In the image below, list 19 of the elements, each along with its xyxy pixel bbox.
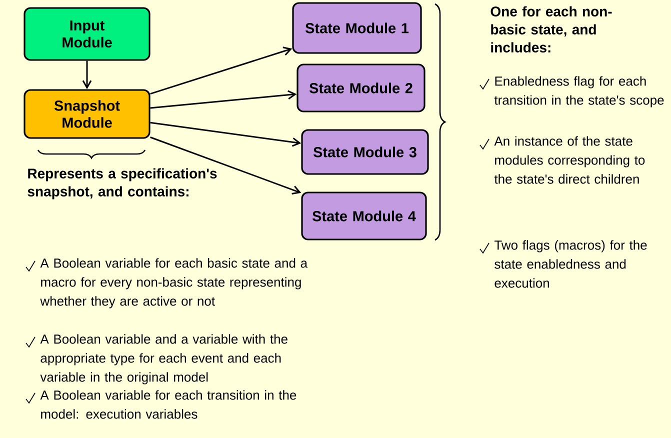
module-box: Snapshot Module bbox=[24, 89, 150, 139]
module-box: State Module 2 bbox=[296, 64, 426, 112]
arrow bbox=[150, 136, 302, 194]
arrow bbox=[150, 122, 302, 147]
arrow bbox=[150, 90, 297, 109]
arrow bbox=[150, 46, 292, 95]
module-box: State Module 1 bbox=[292, 2, 422, 54]
heading: Represents a specification's snapshot, and contains: bbox=[28, 168, 217, 200]
bullet-text: Enabledness flag for each transition in the state's scope bbox=[494, 76, 664, 108]
bullet-text: An instance of the state modules corresponding to the state's direct children bbox=[494, 136, 645, 184]
bullet-text: A Boolean variable for each transition in the model: execution variables bbox=[40, 390, 296, 419]
bullet-text: Two flags (macros) for the state enabledness and execution bbox=[494, 240, 647, 288]
module-box: Input Module bbox=[24, 7, 150, 61]
module-box: State Module 4 bbox=[301, 192, 427, 240]
module-box: State Module 3 bbox=[301, 129, 429, 175]
bullet-text: A Boolean variable and a variable with the appropriate type for each event and each variable in the original model bbox=[40, 334, 288, 384]
arrow bbox=[82, 60, 92, 90]
bullet-text: A Boolean variable for each basic state and a macro for every non-basic state representing whether they are active or not bbox=[40, 258, 308, 308]
heading: One for each non-basic state, and includes: bbox=[490, 6, 612, 52]
